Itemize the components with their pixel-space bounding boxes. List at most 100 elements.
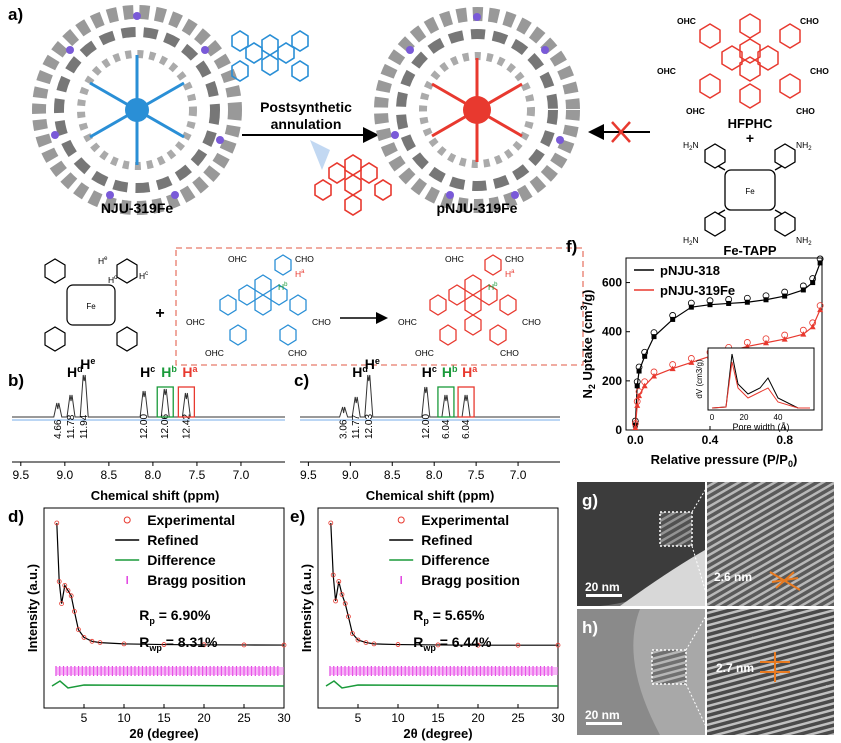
- nmr-tick-label: 7.0: [233, 468, 250, 482]
- tem-h-scalebar-label: 20 nm: [585, 708, 620, 722]
- nmr-trace: [12, 374, 285, 418]
- pxrd-experimental-point: [345, 614, 351, 619]
- legend-bragg: Bragg position: [421, 572, 520, 588]
- r-p-annotation: Rp = 5.65%: [413, 607, 485, 626]
- isotherm-point: [707, 302, 713, 308]
- isotherm-desorption-point: [781, 288, 789, 296]
- isotherm-desorption-point: [650, 368, 658, 376]
- fe-center-label: Fe: [745, 187, 755, 196]
- isotherm-point: [763, 297, 769, 303]
- isotherm-desorption-point: [816, 302, 824, 310]
- isotherm-point: [636, 392, 643, 399]
- pxrd-experimental-point: [89, 638, 95, 644]
- isotherm-point: [817, 260, 823, 266]
- isotherm-point: [634, 402, 641, 408]
- isotherm-y-tick-label: 400: [602, 325, 622, 339]
- pxrd-experimental-point: [72, 609, 77, 614]
- pxrd-tick-label: 25: [511, 711, 525, 725]
- nmr-peak-label: He: [365, 356, 380, 372]
- svg-text:CHO: CHO: [505, 254, 524, 264]
- nmr-integral-value: 12.00: [139, 414, 150, 439]
- scheme-blue-molecule: [219, 254, 307, 346]
- isotherm-desorption-point: [743, 339, 751, 346]
- plus-sign: +: [746, 130, 754, 146]
- isotherm-desorption-point: [762, 292, 770, 300]
- scheme-porphyrin-h-labels: He Hd Hc: [98, 256, 148, 285]
- nmr-integral-value: 6.04: [441, 419, 452, 439]
- pxrd-experimental-point: [54, 520, 60, 526]
- legend-experimental: Experimental: [421, 512, 509, 528]
- svg-text:CHO: CHO: [800, 16, 819, 26]
- isotherm-point: [817, 306, 824, 313]
- legend-experimental-symbol: [123, 516, 131, 524]
- pxrd-tick-label: 10: [391, 711, 405, 725]
- pxrd-experimental-point: [328, 520, 334, 526]
- pxrd-experimental-point: [395, 642, 401, 647]
- legend-refined: Refined: [147, 532, 198, 548]
- tem-panel-g: [577, 481, 834, 607]
- nmr-peak-label: Ha: [462, 364, 478, 380]
- nmr-trace: [300, 374, 560, 418]
- nmr-b-xlabel: Chemical shift (ppm): [91, 488, 220, 503]
- arrow-label-line-2: annulation: [271, 116, 342, 132]
- pxrd-tick-label: 15: [157, 711, 171, 725]
- scheme-plus: +: [155, 305, 164, 322]
- fe-tapp-amines: H2N NH2 H2N NH2: [683, 140, 812, 247]
- pxrd-tick-label: 15: [431, 711, 445, 725]
- panel-g-label: g): [582, 491, 598, 510]
- svg-text:OHC: OHC: [186, 317, 205, 327]
- nmr-integral-value: 4.66: [53, 419, 64, 439]
- svg-text:Hb: Hb: [278, 282, 288, 292]
- nmr-peak-box: [177, 386, 196, 418]
- nmr-peak-label: Ha: [182, 364, 198, 380]
- isotherm-x-tick-label: 0.8: [776, 433, 793, 447]
- svg-text:Hc: Hc: [139, 271, 148, 281]
- pxrd-experimental-point: [161, 642, 167, 647]
- svg-text:CHO: CHO: [288, 348, 307, 358]
- isotherm-desorption-point: [633, 398, 641, 405]
- pxrd-difference-line: [51, 680, 285, 689]
- isotherm-point: [688, 359, 695, 365]
- inset-tick-label: 40: [774, 413, 783, 422]
- isotherm-desorption-point: [633, 378, 641, 386]
- arrow-label-line-1: Postsynthetic: [260, 99, 352, 115]
- scheme-blue-labels: OHC CHO OHC CHO OHC CHO Ha Hb: [186, 254, 331, 358]
- svg-text:OHC: OHC: [686, 106, 705, 116]
- pxrd-experimental-point: [76, 627, 81, 632]
- isotherm-point: [810, 280, 816, 286]
- isotherm-point: [634, 383, 640, 389]
- cross-icon: [611, 121, 631, 143]
- pxrd-bragg-band: [330, 667, 558, 675]
- nmr-peak-label: Hd: [352, 364, 368, 380]
- isotherm-frame: [625, 257, 823, 431]
- hfphc-label: HFPHC: [728, 116, 773, 131]
- scheme-porphyrin: [44, 258, 138, 352]
- tem-g-scalebar-label: 20 nm: [585, 580, 620, 594]
- pxrd-experimental-point: [281, 642, 287, 648]
- svg-text:He: He: [98, 256, 108, 266]
- svg-text:Ha: Ha: [505, 269, 515, 279]
- pxrd-tick-label: 5: [355, 711, 362, 725]
- isotherm-desorption-point: [816, 255, 824, 263]
- pxrd-experimental-point: [201, 642, 207, 648]
- scheme-fe-label: Fe: [86, 302, 96, 311]
- pxrd-xlabel: 2θ (degree): [129, 726, 198, 741]
- pxrd-experimental-point: [121, 641, 127, 647]
- panel-b-label: b): [8, 371, 24, 390]
- pxrd-experimental-point: [475, 642, 481, 648]
- pxrd-tick-label: 20: [471, 711, 485, 725]
- isotherm-desorption-point: [725, 296, 733, 303]
- nmr-integral-value: 11.77: [351, 414, 362, 439]
- panel-d-label: d): [8, 507, 24, 526]
- isotherm-desorption-point: [743, 294, 751, 302]
- isotherm-desorption-point: [809, 275, 817, 282]
- nmr-integral-value: 12.00: [421, 414, 432, 439]
- nmr-peak-box: [437, 386, 455, 418]
- svg-text:CHO: CHO: [810, 66, 829, 76]
- pxrd-tick-label: 20: [197, 711, 211, 725]
- isotherm-y-tick-label: 0: [615, 423, 622, 437]
- inset-frame: [707, 347, 815, 411]
- isotherm-point: [641, 382, 648, 389]
